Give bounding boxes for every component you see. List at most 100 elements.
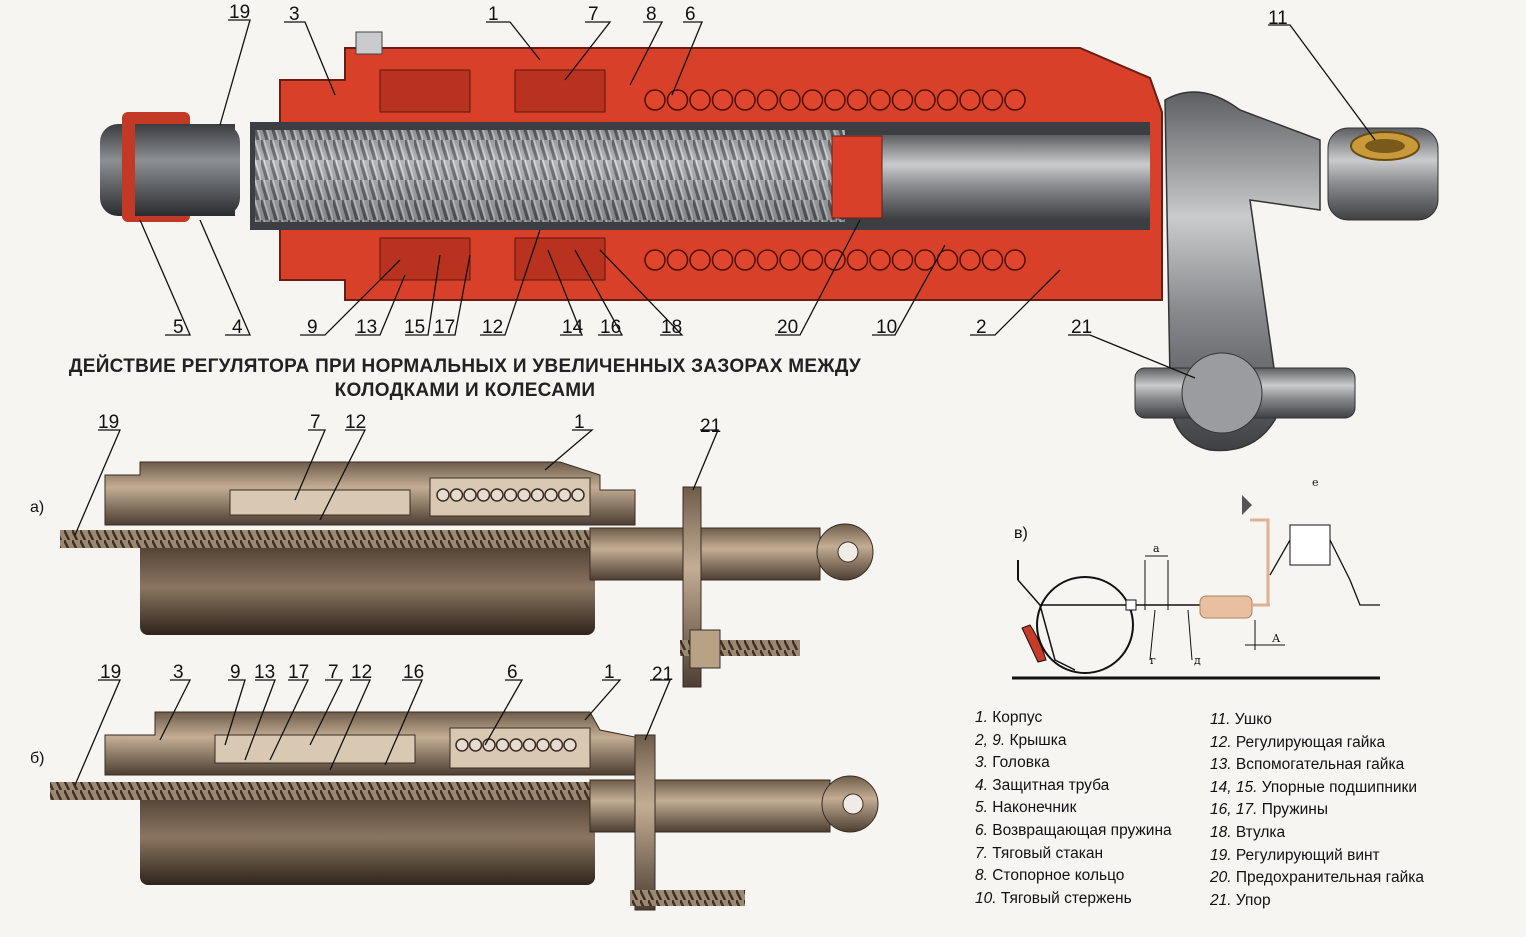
spring-coil xyxy=(544,488,558,502)
legend-item: 6. Возвращающая пружина xyxy=(975,820,1172,843)
view-a-label: а) xyxy=(30,499,44,516)
legend-item-text: Ушко xyxy=(1234,711,1272,728)
legend-item: 13. Вспомогательная гайка xyxy=(1210,754,1424,777)
callout-8: 8 xyxy=(646,4,657,25)
spring-coil xyxy=(455,738,469,752)
legend-item-text: Предохранительная гайка xyxy=(1235,869,1424,887)
callout-15: 15 xyxy=(404,317,425,338)
legend-item-text: Втулка xyxy=(1235,823,1286,841)
legend-item-text: Вспомогательная гайка xyxy=(1235,756,1405,774)
legend-item: 12. Регулирующая гайка xyxy=(1210,732,1424,755)
legend-item-text: Тяговый стержень xyxy=(1000,889,1132,907)
spring-coil xyxy=(530,488,545,502)
regulator-symbol xyxy=(1199,595,1253,619)
legend-item-number: 20. xyxy=(1210,869,1236,887)
spring-coil xyxy=(522,738,537,752)
legend-item-text: Крышка xyxy=(1009,731,1067,749)
spring-coil xyxy=(1004,249,1026,271)
view-b-callout-3: 3 xyxy=(173,662,184,683)
spring-coil xyxy=(824,89,846,111)
view-b-callout-17: 17 xyxy=(288,662,309,683)
spring-coil xyxy=(449,488,464,502)
spring-coil xyxy=(869,89,891,111)
view-b-leaders xyxy=(74,679,671,786)
callout-1: 1 xyxy=(488,4,499,25)
safety-nut xyxy=(831,135,883,219)
wheel xyxy=(1036,576,1134,674)
callout-20: 20 xyxy=(777,317,798,338)
legend-item: 7. Тяговый стакан xyxy=(975,843,1172,866)
legend-item: 4. Защитная труба xyxy=(975,775,1172,798)
legend-item-number: 7. xyxy=(975,844,993,862)
spring-coil xyxy=(981,89,1004,111)
spring-coil xyxy=(801,249,824,271)
view-b-screw xyxy=(50,782,590,800)
legend-item: 18. Втулка xyxy=(1210,822,1424,845)
legend-item-text: Регулирующий винт xyxy=(1235,846,1380,864)
legend-item: 3. Головка xyxy=(975,752,1172,775)
view-b-callout-7: 7 xyxy=(328,662,339,683)
legend-item-text: Пружины xyxy=(1261,801,1328,819)
legend-item: 14, 15. Упорные подшипники xyxy=(1210,777,1424,800)
spring-coil xyxy=(509,738,523,752)
spring-coil xyxy=(436,488,450,502)
spring-coil xyxy=(756,89,779,111)
spring-coil xyxy=(644,249,666,271)
view-b-callout-9: 9 xyxy=(230,662,241,683)
mark-d: д xyxy=(1194,654,1201,667)
legend-item-text: Корпус xyxy=(992,709,1043,726)
callout-3: 3 xyxy=(289,4,300,25)
spring-coil xyxy=(734,249,756,271)
view-a-callout-12: 12 xyxy=(345,412,366,433)
legend-item-number: 6. xyxy=(975,821,993,839)
spring-coil xyxy=(959,249,981,271)
spring-coil xyxy=(468,738,483,752)
legend-item: 21. Упор xyxy=(1210,890,1424,913)
view-a-callout-19: 19 xyxy=(98,412,119,433)
legend-item-text: Стопорное кольцо xyxy=(992,867,1125,885)
legend-item: 11. Ушко xyxy=(1210,709,1424,732)
view-b-stop xyxy=(634,734,656,911)
view-a xyxy=(60,461,874,688)
legend-item-number: 10. xyxy=(975,889,1001,907)
spring-coil xyxy=(536,738,550,752)
top-leaders xyxy=(139,19,1376,379)
view-a-leaders xyxy=(74,429,719,536)
legend-item-number: 14, 15. xyxy=(1210,778,1262,796)
callout-19: 19 xyxy=(229,2,250,23)
callout-4: 4 xyxy=(232,317,243,338)
brake-cylinder xyxy=(1289,524,1331,566)
legend-item-text: Тяговый стакан xyxy=(992,844,1104,862)
legend-item-number: 4. xyxy=(975,776,993,794)
view-b-callout-19: 19 xyxy=(100,662,121,683)
spring-coil xyxy=(711,89,734,111)
legend-item-number: 2, 9. xyxy=(975,731,1010,749)
diagram-title-line2: КОЛОДКАМИ И КОЛЕСАМИ xyxy=(334,380,596,401)
mark-e: е xyxy=(1312,476,1319,489)
spring-coil xyxy=(869,249,891,271)
callout-11: 11 xyxy=(1268,8,1288,29)
legend-item-number: 5. xyxy=(975,799,993,817)
mark-g: г xyxy=(1150,654,1156,667)
spring-coil xyxy=(779,249,801,271)
legend-item-text: Возвращающая пружина xyxy=(992,821,1172,839)
spring-coil xyxy=(666,89,689,111)
legend-item-number: 1. xyxy=(975,709,993,726)
legend-item-number: 3. xyxy=(975,754,993,772)
spring-coil xyxy=(1004,89,1026,111)
legend-item-text: Наконечник xyxy=(992,799,1077,817)
legend-item-text: Регулирующая гайка xyxy=(1235,733,1386,751)
spring-coil xyxy=(571,488,585,502)
legend-item: 20. Предохранительная гайка xyxy=(1210,867,1424,890)
legend-item: 8. Стопорное кольцо xyxy=(975,865,1172,888)
legend-item: 10. Тяговый стержень xyxy=(975,888,1172,911)
spring-coil xyxy=(495,738,510,752)
legend-item: 5. Наконечник xyxy=(975,797,1172,820)
view-a-callout-21: 21 xyxy=(700,416,721,437)
spring-coil xyxy=(557,488,572,502)
scheme-v xyxy=(1012,495,1380,680)
top-callouts: 19 3 1 7 8 6 11 5 4 9 13 15 17 12 14 16 … xyxy=(173,2,1288,338)
callout-6: 6 xyxy=(685,4,696,25)
